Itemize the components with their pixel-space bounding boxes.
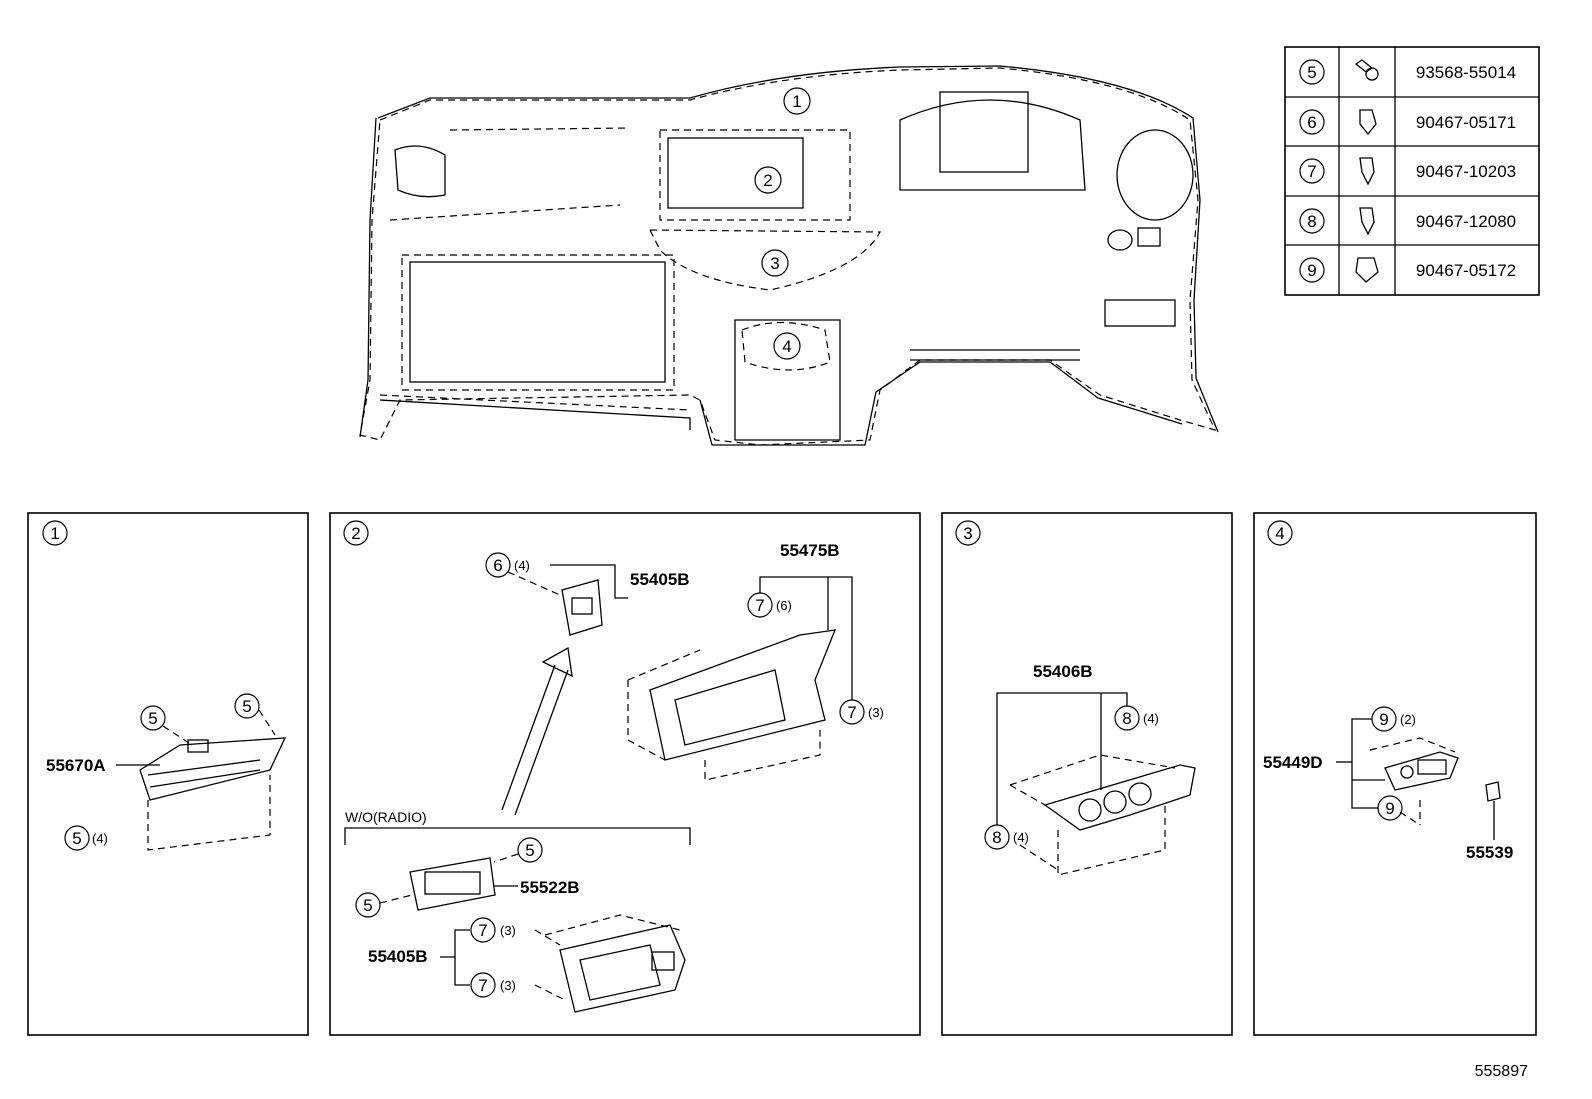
callout-4: [773, 332, 801, 360]
row-ref: 8: [1307, 212, 1316, 231]
callout-5-e: 5: [363, 896, 372, 915]
row-part-number: 90467-12080: [1416, 212, 1516, 231]
callout-2: [754, 166, 782, 194]
callout-4-label: 4: [782, 337, 791, 356]
part-number-55670A: 55670A: [46, 756, 106, 775]
callout-6: 6: [493, 556, 502, 575]
fastener-table: 5 93568-55014 6 90467-05171 7 90467-1020…: [1284, 46, 1540, 296]
callout-7-b: 7: [847, 703, 856, 722]
row-ref: 5: [1307, 63, 1316, 82]
overview-callouts: 1 2 3 4: [754, 87, 811, 360]
clip-icon: [1359, 157, 1375, 186]
table-row: 5 93568-55014: [1299, 59, 1516, 85]
callout-9-a: 9: [1379, 710, 1388, 729]
clip-icon: [1359, 207, 1375, 236]
callout-7-c: 7: [478, 921, 487, 940]
panel-1-ref: 1: [50, 524, 59, 543]
callout-3: [761, 249, 789, 277]
callout-5-c: 5: [72, 829, 81, 848]
callout-8-b-qty: (4): [1013, 830, 1029, 845]
blank-plate-part: [409, 857, 496, 911]
bolt-icon: [1354, 59, 1379, 81]
table-row: 6 90467-05171: [1299, 109, 1516, 136]
clip-icon: [1359, 109, 1377, 136]
callout-5-b: 5: [242, 697, 251, 716]
callout-8-a: 8: [1122, 709, 1131, 728]
row-part-number: 90467-05172: [1416, 261, 1516, 280]
callout-5-d: 5: [525, 841, 534, 860]
part-number-55405B-bottom: 55405B: [368, 947, 428, 966]
callout-7-b-qty: (3): [868, 705, 884, 720]
row-part-number: 90467-10203: [1416, 162, 1516, 181]
panel-2: 2 6 (4) 55405B 55475B 7 (6) 7 (3): [329, 512, 921, 1036]
table-row: 8 90467-12080: [1299, 207, 1516, 236]
panel-4: 4 55449D 9 (2) 9 55539: [1253, 512, 1537, 1036]
switch-panel-part: [1043, 764, 1196, 831]
arrow-icon: [501, 646, 573, 816]
part-number-55405B-top: 55405B: [630, 570, 690, 589]
callout-7-d-qty: (3): [500, 978, 516, 993]
diagram-code: 555897: [1475, 1063, 1528, 1080]
audio-bezel-part: [559, 924, 686, 1013]
part-number-55539: 55539: [1466, 843, 1513, 862]
row-part-number: 93568-55014: [1416, 63, 1516, 82]
table-row: 7 90467-10203: [1299, 157, 1516, 186]
callout-3-label: 3: [770, 254, 779, 273]
callout-9-b: 9: [1385, 799, 1394, 818]
clip-icon: [1355, 257, 1379, 283]
table-row: 9 90467-05172: [1299, 257, 1516, 283]
small-cover-part: [1485, 781, 1501, 802]
switch-base-part: [1384, 751, 1459, 791]
callout-9-a-qty: (2): [1400, 712, 1416, 727]
panel-3: 3 55406B 8 (4) 8 (4): [941, 512, 1233, 1036]
row-part-number: 90467-05171: [1416, 113, 1516, 132]
callout-1-label: 1: [792, 92, 801, 111]
callout-7-d: 7: [478, 976, 487, 995]
callout-5-a: 5: [148, 709, 157, 728]
callout-7-a: 7: [755, 596, 764, 615]
dashboard-overview: [359, 65, 1219, 446]
part-number-55406B: 55406B: [1033, 662, 1093, 681]
panel-2-ref: 2: [351, 524, 360, 543]
variant-label: W/O(RADIO): [345, 809, 427, 825]
callout-8-a-qty: (4): [1143, 711, 1159, 726]
part-number-55522B: 55522B: [520, 878, 580, 897]
callout-2-label: 2: [763, 171, 772, 190]
callout-7-a-qty: (6): [776, 598, 792, 613]
row-ref: 9: [1307, 261, 1316, 280]
callout-7-c-qty: (3): [500, 923, 516, 938]
part-number-55449D: 55449D: [1263, 753, 1323, 772]
row-ref: 7: [1307, 162, 1316, 181]
callout-5-c-qty: (4): [92, 831, 108, 846]
switch-bezel-part: [561, 579, 603, 636]
callout-8-b: 8: [992, 828, 1001, 847]
panel-4-ref: 4: [1275, 524, 1284, 543]
callout-1: [783, 87, 811, 115]
panel-1: 1 55670A 5 5 5 (4): [27, 512, 309, 1036]
part-number-55475B: 55475B: [780, 541, 840, 560]
panel-3-ref: 3: [963, 524, 972, 543]
row-ref: 6: [1307, 113, 1316, 132]
callout-6-qty: (4): [514, 558, 530, 573]
center-bezel-part: [649, 629, 837, 761]
side-vent-part: [139, 737, 287, 801]
